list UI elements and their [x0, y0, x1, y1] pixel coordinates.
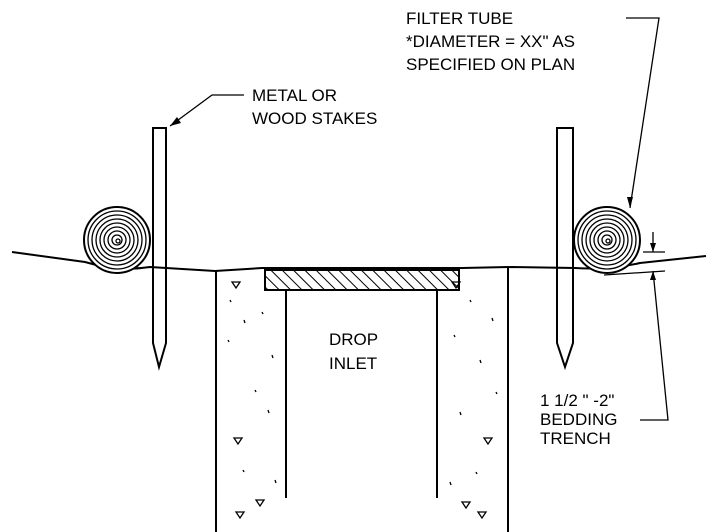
trench-label: 1 1/2 " -2" BEDDING TRENCH [540, 391, 622, 448]
stakes-label: METAL OR WOOD STAKES [252, 86, 377, 128]
filter-tube-leader [626, 17, 660, 209]
trench-dimension [603, 232, 669, 421]
concrete-stipple [227, 281, 498, 520]
stakes-arrowhead [170, 117, 181, 126]
filter-tube-arrowhead [627, 197, 633, 208]
left-filter-tube [83, 206, 151, 274]
left-stake [152, 127, 167, 371]
filter-tube-label: FILTER TUBE *DIAMETER = XX" AS SPECIFIED… [406, 9, 580, 74]
inlet-grate [264, 269, 460, 291]
inlet-structure [215, 268, 509, 532]
stakes-leader [169, 94, 244, 127]
right-stake [556, 127, 574, 371]
right-filter-tube [573, 206, 641, 274]
inlet-label: DROP INLET [329, 330, 383, 373]
